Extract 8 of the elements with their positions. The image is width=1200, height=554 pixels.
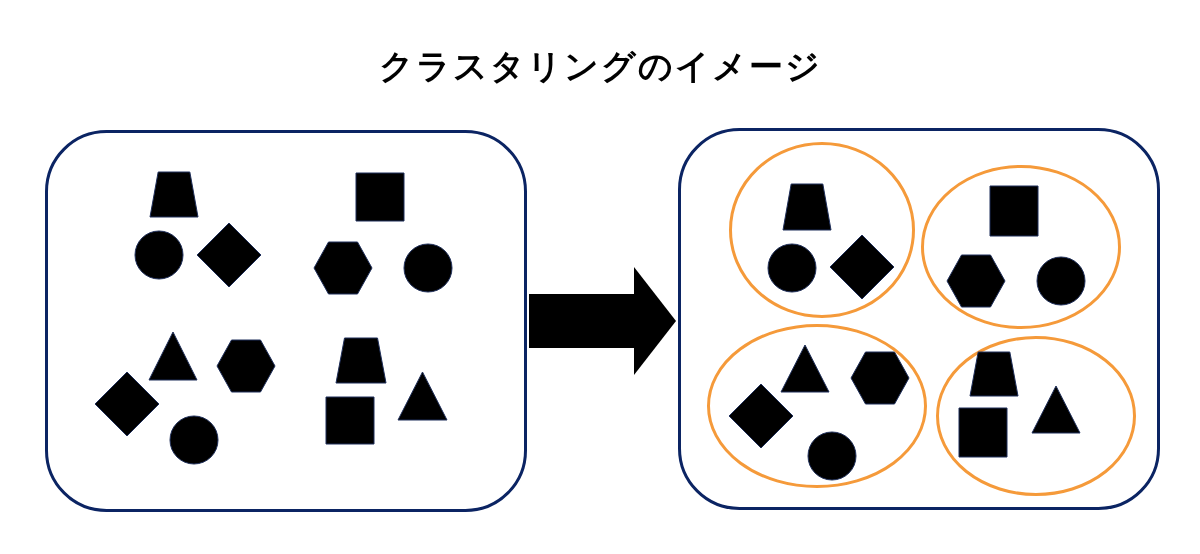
cluster-ellipse: [729, 142, 915, 318]
cluster-ellipse: [707, 324, 927, 488]
cluster-ellipse: [936, 336, 1136, 496]
diagram-title: クラスタリングのイメージ: [377, 45, 823, 88]
rounded-box: [45, 130, 527, 512]
block-arrow: [529, 267, 676, 375]
cluster-ellipse: [921, 165, 1121, 329]
rounded-box: [678, 128, 1160, 510]
